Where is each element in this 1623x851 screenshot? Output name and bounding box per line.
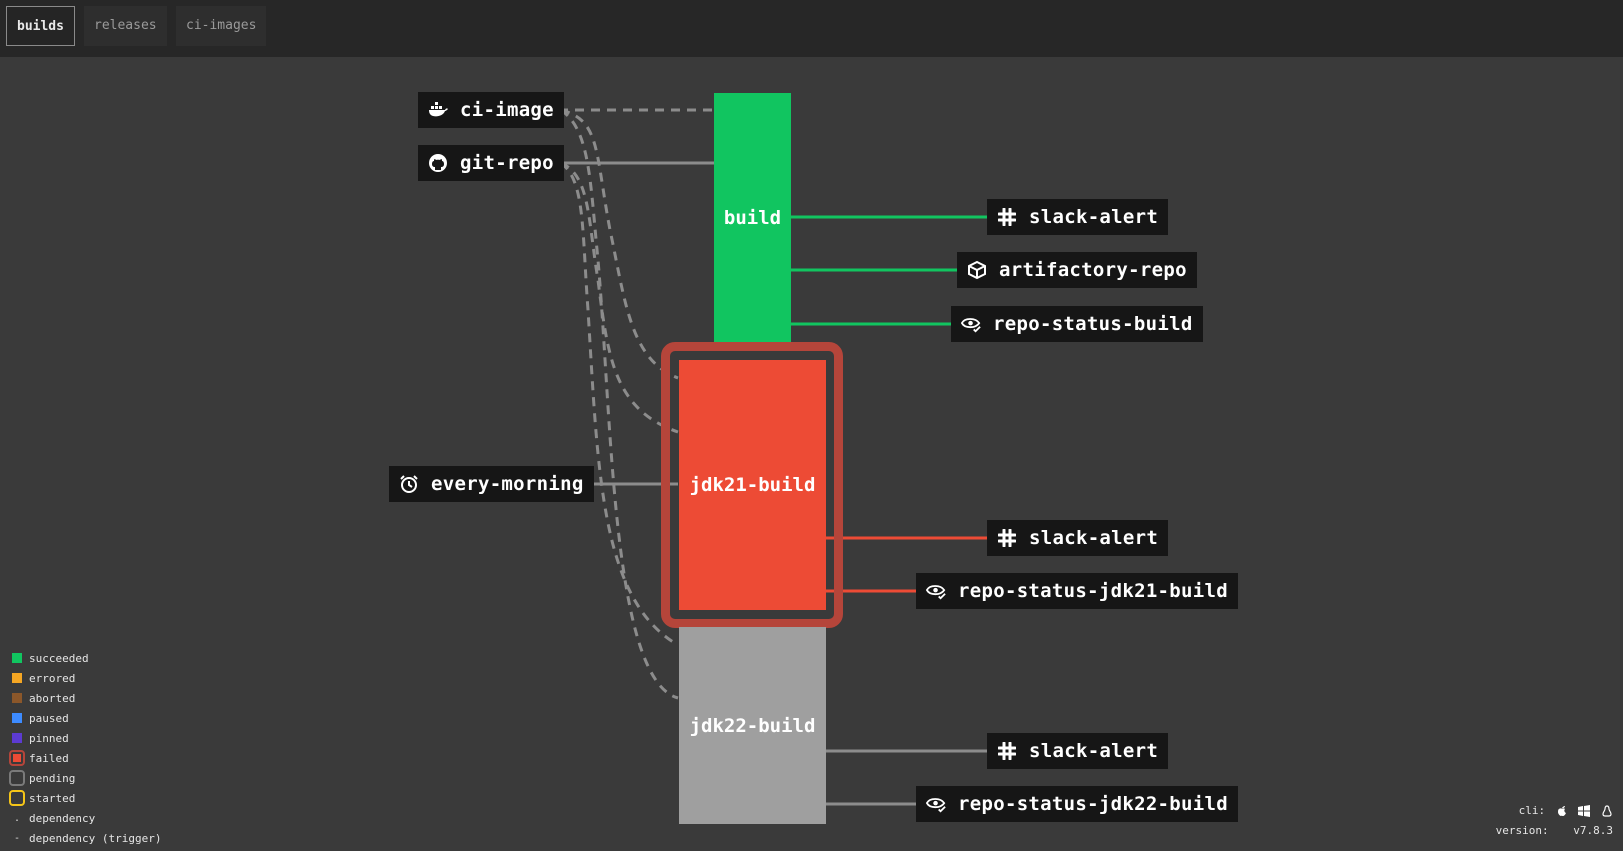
resource-slack-alert-jdk21[interactable]: slack-alert	[987, 520, 1169, 556]
legend-swatch	[9, 790, 25, 806]
legend-item-dependency: . dependency	[12, 808, 95, 828]
legend-swatch	[12, 673, 22, 683]
resource-slack-alert-label: slack-alert	[1029, 740, 1159, 762]
resource-repo-status-jdk22-build[interactable]: repo-status-jdk22-build	[916, 786, 1238, 822]
resource-ci-image-label: ci-image	[460, 99, 554, 121]
resource-slack-alert-label: slack-alert	[1029, 206, 1159, 228]
legend-label: succeeded	[29, 651, 89, 665]
version-value: v7.8.3	[1573, 824, 1613, 837]
windows-icon[interactable]	[1578, 805, 1591, 817]
resource-repo-status-build[interactable]: repo-status-build	[951, 306, 1203, 342]
edge-git-repo-jdk21	[560, 161, 679, 434]
legend-label: failed	[29, 751, 69, 765]
resource-every-morning-label: every-morning	[431, 473, 584, 495]
job-jdk21-build-label: jdk21-build	[689, 474, 816, 496]
legend-label: errored	[29, 671, 76, 685]
legend-item-failed: failed	[9, 748, 69, 768]
job-jdk22-build[interactable]: jdk22-build	[679, 627, 826, 824]
legend-item-paused: paused	[12, 708, 69, 728]
tab-releases[interactable]: releases	[84, 6, 167, 46]
version-label: version:	[1495, 824, 1549, 837]
legend-item-errored: errored	[12, 668, 75, 688]
docker-icon	[428, 100, 448, 120]
resource-git-repo[interactable]: git-repo	[418, 145, 564, 181]
resource-repo-status-jdk21-build[interactable]: repo-status-jdk21-build	[916, 573, 1238, 609]
resource-repo-status-build-label: repo-status-build	[993, 313, 1193, 335]
legend-label: paused	[29, 711, 69, 725]
job-build-label: build	[723, 207, 782, 229]
tab-ci-images[interactable]: ci-images	[176, 6, 267, 46]
failed-status-ring	[661, 342, 843, 628]
package-icon	[967, 260, 987, 280]
legend-label: aborted	[29, 691, 76, 705]
legend-label: started	[29, 791, 76, 805]
legend-item-pending: pending	[9, 768, 76, 788]
tab-builds[interactable]: builds	[6, 6, 75, 46]
legend-swatch	[12, 733, 22, 743]
resource-slack-alert-jdk22[interactable]: slack-alert	[987, 733, 1169, 769]
job-jdk22-build-label: jdk22-build	[689, 714, 816, 737]
resource-repo-status-jdk22-build-label: repo-status-jdk22-build	[958, 793, 1228, 815]
legend-item-started: started	[9, 788, 76, 808]
resource-slack-alert-build[interactable]: slack-alert	[987, 199, 1169, 235]
alarm-clock-icon	[399, 474, 419, 494]
version-row: version: v7.8.3	[1496, 821, 1613, 841]
resource-artifactory-repo-label: artifactory-repo	[999, 259, 1187, 281]
job-build[interactable]: build	[714, 93, 791, 343]
resource-ci-image[interactable]: ci-image	[418, 92, 564, 128]
eye-check-icon	[926, 581, 946, 601]
legend-label: pinned	[29, 731, 69, 745]
edge-ci-image-jdk21	[560, 108, 679, 380]
cli-row: cli:	[1496, 801, 1613, 821]
edge-ci-image-jdk22	[560, 108, 679, 700]
footer: cli: version: v7.8.3	[1496, 801, 1613, 841]
legend-swatch	[12, 693, 22, 703]
edge-git-repo-jdk22	[560, 161, 679, 647]
legend-item-succeeded: succeeded	[12, 648, 89, 668]
top-bar: builds releases ci-images	[0, 0, 1623, 57]
legend-label: pending	[29, 771, 76, 785]
slack-icon	[997, 207, 1017, 227]
eye-check-icon	[961, 314, 981, 334]
resource-git-repo-label: git-repo	[460, 152, 554, 174]
slack-icon	[997, 528, 1017, 548]
slack-icon	[997, 741, 1017, 761]
resource-every-morning[interactable]: every-morning	[389, 466, 594, 502]
job-jdk21-build[interactable]: jdk21-build	[679, 360, 826, 610]
linux-icon[interactable]	[1601, 805, 1613, 817]
legend-swatch	[12, 653, 22, 663]
apple-icon[interactable]	[1556, 805, 1568, 817]
resource-slack-alert-label: slack-alert	[1029, 527, 1159, 549]
legend-item-pinned: pinned	[12, 728, 69, 748]
cli-label: cli:	[1518, 804, 1546, 817]
legend-marker: .	[13, 812, 21, 824]
github-icon	[428, 153, 448, 173]
legend-item-aborted: aborted	[12, 688, 75, 708]
eye-check-icon	[926, 794, 946, 814]
legend-swatch	[9, 750, 25, 766]
legend-label: dependency (trigger)	[29, 831, 162, 845]
resource-repo-status-jdk21-build-label: repo-status-jdk21-build	[958, 580, 1228, 602]
resource-artifactory-repo[interactable]: artifactory-repo	[957, 252, 1197, 288]
legend-swatch	[12, 713, 22, 723]
legend-item-dependency-trigger: -dependency (trigger)	[12, 828, 161, 848]
legend-marker: -	[13, 832, 21, 844]
legend-label: dependency	[29, 811, 96, 825]
legend-swatch	[9, 770, 25, 786]
